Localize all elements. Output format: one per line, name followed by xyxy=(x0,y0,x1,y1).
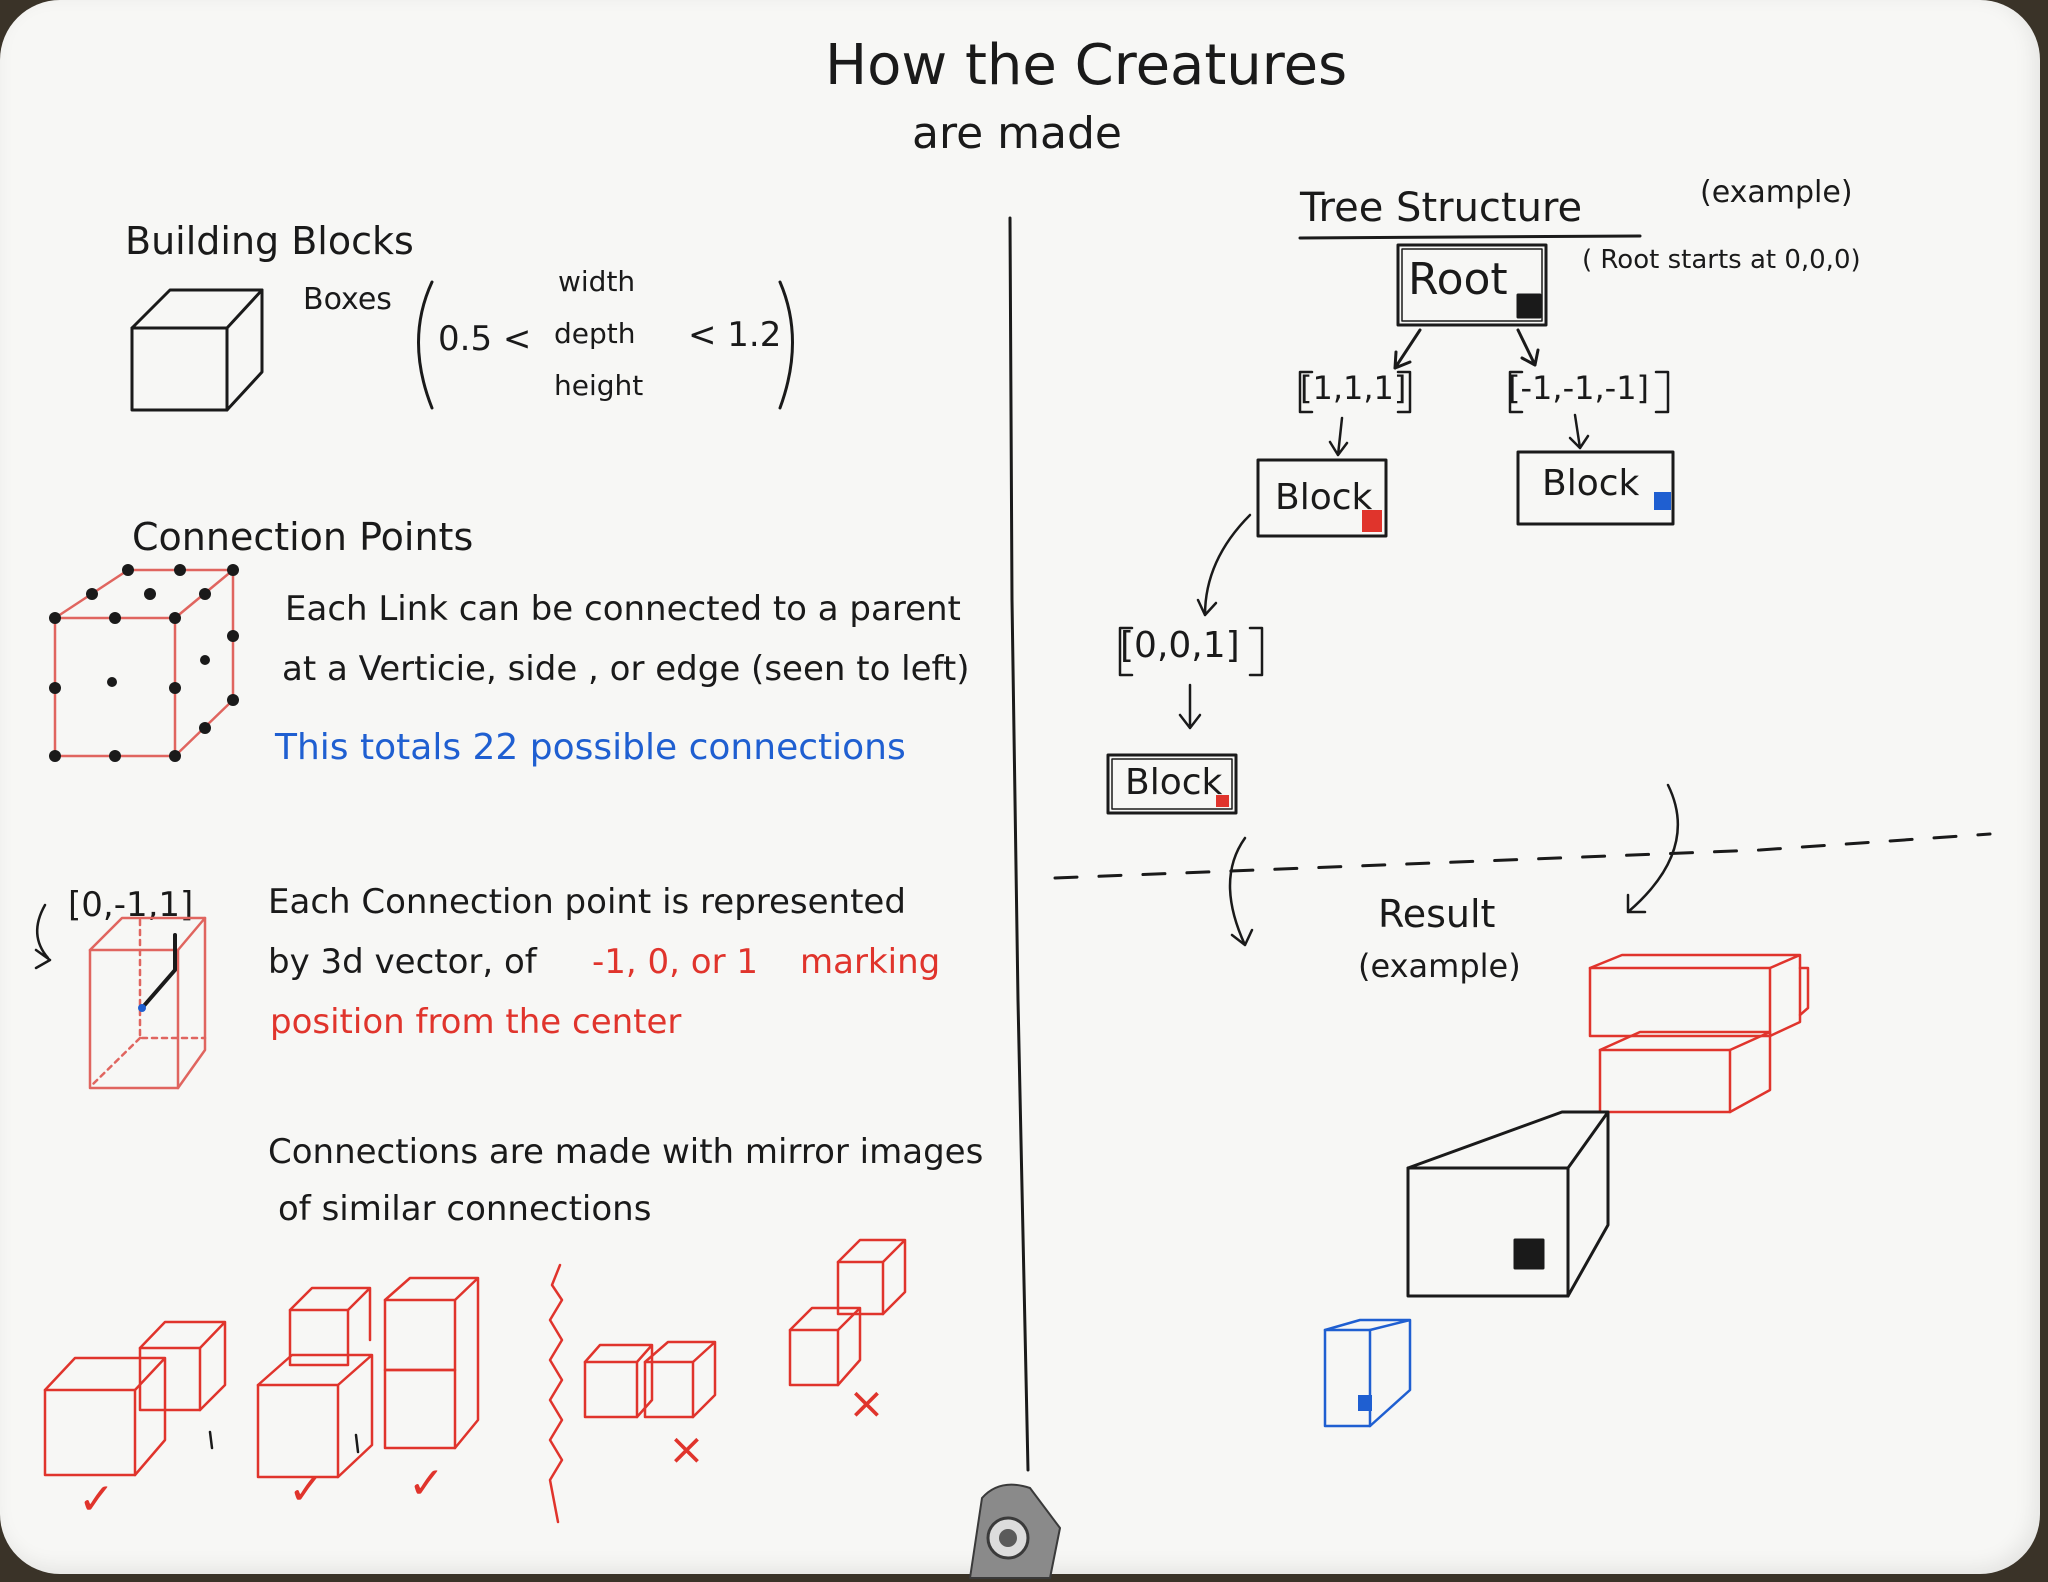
mirror-line1: Connections are made with mirror images xyxy=(268,1132,984,1172)
result-blue-block xyxy=(1323,1318,1412,1428)
result-arrow-left xyxy=(1228,836,1254,947)
building-block-box-icon xyxy=(130,288,264,412)
center-divider xyxy=(1008,216,1030,1472)
check-mark-1: ✓ xyxy=(78,1474,115,1525)
page-title-line2: are made xyxy=(912,108,1122,159)
left-edge-arrow xyxy=(1328,416,1349,457)
block-bottom-label: Block xyxy=(1125,762,1223,803)
edge-left-vector: [1,1,1] xyxy=(1300,369,1407,407)
dim-height: height xyxy=(554,369,644,402)
block-left-node xyxy=(1256,458,1388,538)
root-label: Root xyxy=(1408,254,1508,305)
edge-right-vector: [-1,-1,-1] xyxy=(1508,369,1650,407)
range-low: 0.5 < xyxy=(438,319,532,359)
root-to-left-arrow xyxy=(1393,328,1422,370)
down-edge-arrow xyxy=(1178,683,1202,730)
range-high: < 1.2 xyxy=(688,315,782,355)
connection-desc-line1: Each Link can be connected to a parent xyxy=(285,589,961,629)
cross-mark-1: × xyxy=(668,1424,705,1475)
result-red-block-mid xyxy=(1598,1030,1772,1114)
boxes-label: Boxes xyxy=(303,282,392,317)
vector-line2-suffix: marking xyxy=(800,942,941,982)
mirror-example-valid-3 xyxy=(383,1276,480,1450)
connection-desc-line2: at a Verticie, side , or edge (seen to l… xyxy=(282,649,970,689)
vector-line2-values: -1, 0, or 1 xyxy=(592,942,758,982)
check-mark-2: ✓ xyxy=(288,1464,325,1515)
tree-heading-underline xyxy=(1298,234,1642,240)
tree-heading: Tree Structure xyxy=(1300,185,1583,231)
page-title-line1: How the Creatures xyxy=(825,33,1348,98)
connection-points-heading: Connection Points xyxy=(132,515,474,559)
zigzag-divider xyxy=(548,1263,564,1524)
mirror-line2: of similar connections xyxy=(278,1189,652,1229)
open-paren xyxy=(417,280,434,410)
block-right-node xyxy=(1516,450,1675,526)
vector-cube-icon xyxy=(34,903,207,1090)
mirror-example-valid-2 xyxy=(256,1286,374,1479)
vector-line2-prefix: by 3d vector, of xyxy=(268,942,537,982)
connection-total: This totals 22 possible connections xyxy=(275,727,906,768)
result-label: Result xyxy=(1378,892,1496,936)
dim-width: width xyxy=(558,265,636,298)
result-note: (example) xyxy=(1358,947,1521,985)
mirror-example-invalid-1 xyxy=(583,1340,717,1419)
root-note: ( Root starts at 0,0,0) xyxy=(1582,245,1861,275)
result-arrow-right xyxy=(1626,783,1680,914)
binder-clip xyxy=(969,1483,1061,1579)
right-edge-arrow xyxy=(1568,413,1590,450)
check-mark-3: ✓ xyxy=(408,1458,445,1509)
root-to-right-arrow xyxy=(1516,328,1540,367)
building-blocks-heading: Building Blocks xyxy=(125,219,414,263)
dashed-separator xyxy=(1053,832,1992,880)
dim-depth: depth xyxy=(554,317,636,350)
root-node xyxy=(1396,243,1548,327)
block-right-label: Block xyxy=(1542,463,1640,504)
vector-line3: position from the center xyxy=(270,1002,682,1042)
vector-line1: Each Connection point is represented xyxy=(268,882,906,922)
cross-mark-2: × xyxy=(848,1378,885,1429)
block-left-label: Block xyxy=(1275,477,1373,518)
close-paren xyxy=(778,280,794,410)
edge-down-vector: [0,0,1] xyxy=(1120,625,1240,666)
tree-note: (example) xyxy=(1700,175,1853,210)
mirror-example-invalid-2 xyxy=(788,1238,907,1387)
mirror-example-valid-1 xyxy=(43,1320,227,1477)
left-to-bottom-arrow xyxy=(1196,513,1252,617)
connection-points-cube-icon xyxy=(49,564,239,762)
vector-label: [0,-1,1] xyxy=(68,885,194,925)
result-red-block-top xyxy=(1588,953,1810,1038)
result-black-block xyxy=(1406,1110,1610,1298)
block-bottom-node xyxy=(1106,753,1238,815)
curved-pointer-arrow xyxy=(34,903,52,970)
